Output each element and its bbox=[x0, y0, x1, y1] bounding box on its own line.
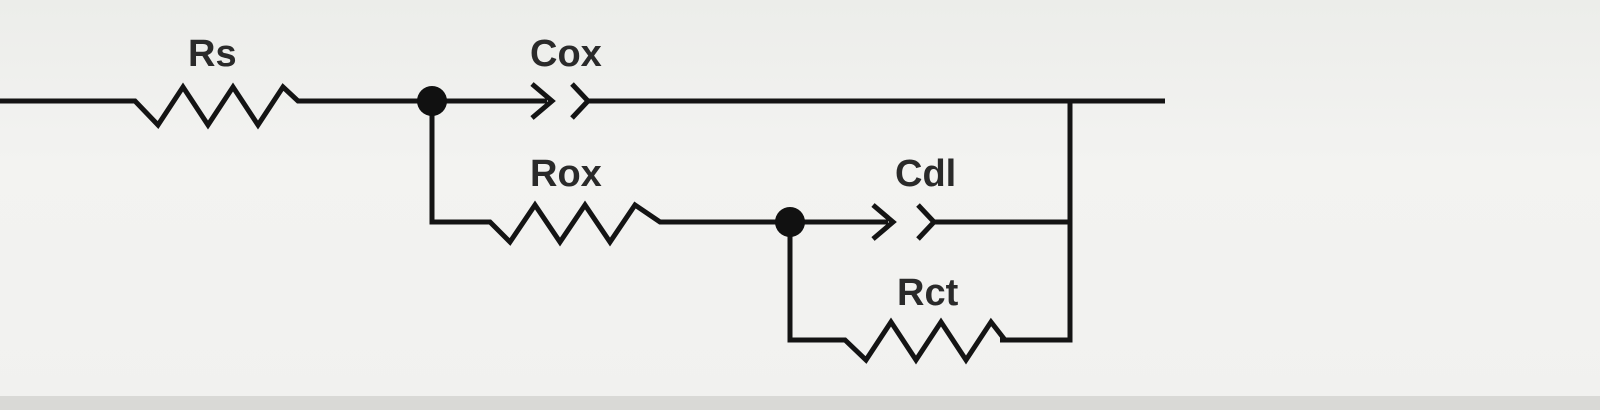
cdl-arrow bbox=[871, 203, 897, 241]
cox-plate bbox=[570, 82, 592, 120]
label-cdl: Cdl bbox=[895, 153, 956, 195]
rct-branch bbox=[787, 222, 1007, 365]
label-rox: Rox bbox=[530, 153, 602, 195]
junction-node-2 bbox=[775, 207, 805, 237]
label-cox: Cox bbox=[530, 33, 602, 75]
top-wire bbox=[0, 82, 547, 130]
right-bus bbox=[1000, 99, 1073, 343]
label-rct: Rct bbox=[897, 272, 959, 314]
label-rs: Rs bbox=[188, 33, 237, 75]
junction-node-1 bbox=[417, 86, 447, 116]
cox-arrow bbox=[530, 82, 556, 120]
rox-branch bbox=[429, 101, 888, 247]
cdl-plate bbox=[916, 203, 938, 241]
page-edge bbox=[0, 396, 1600, 410]
